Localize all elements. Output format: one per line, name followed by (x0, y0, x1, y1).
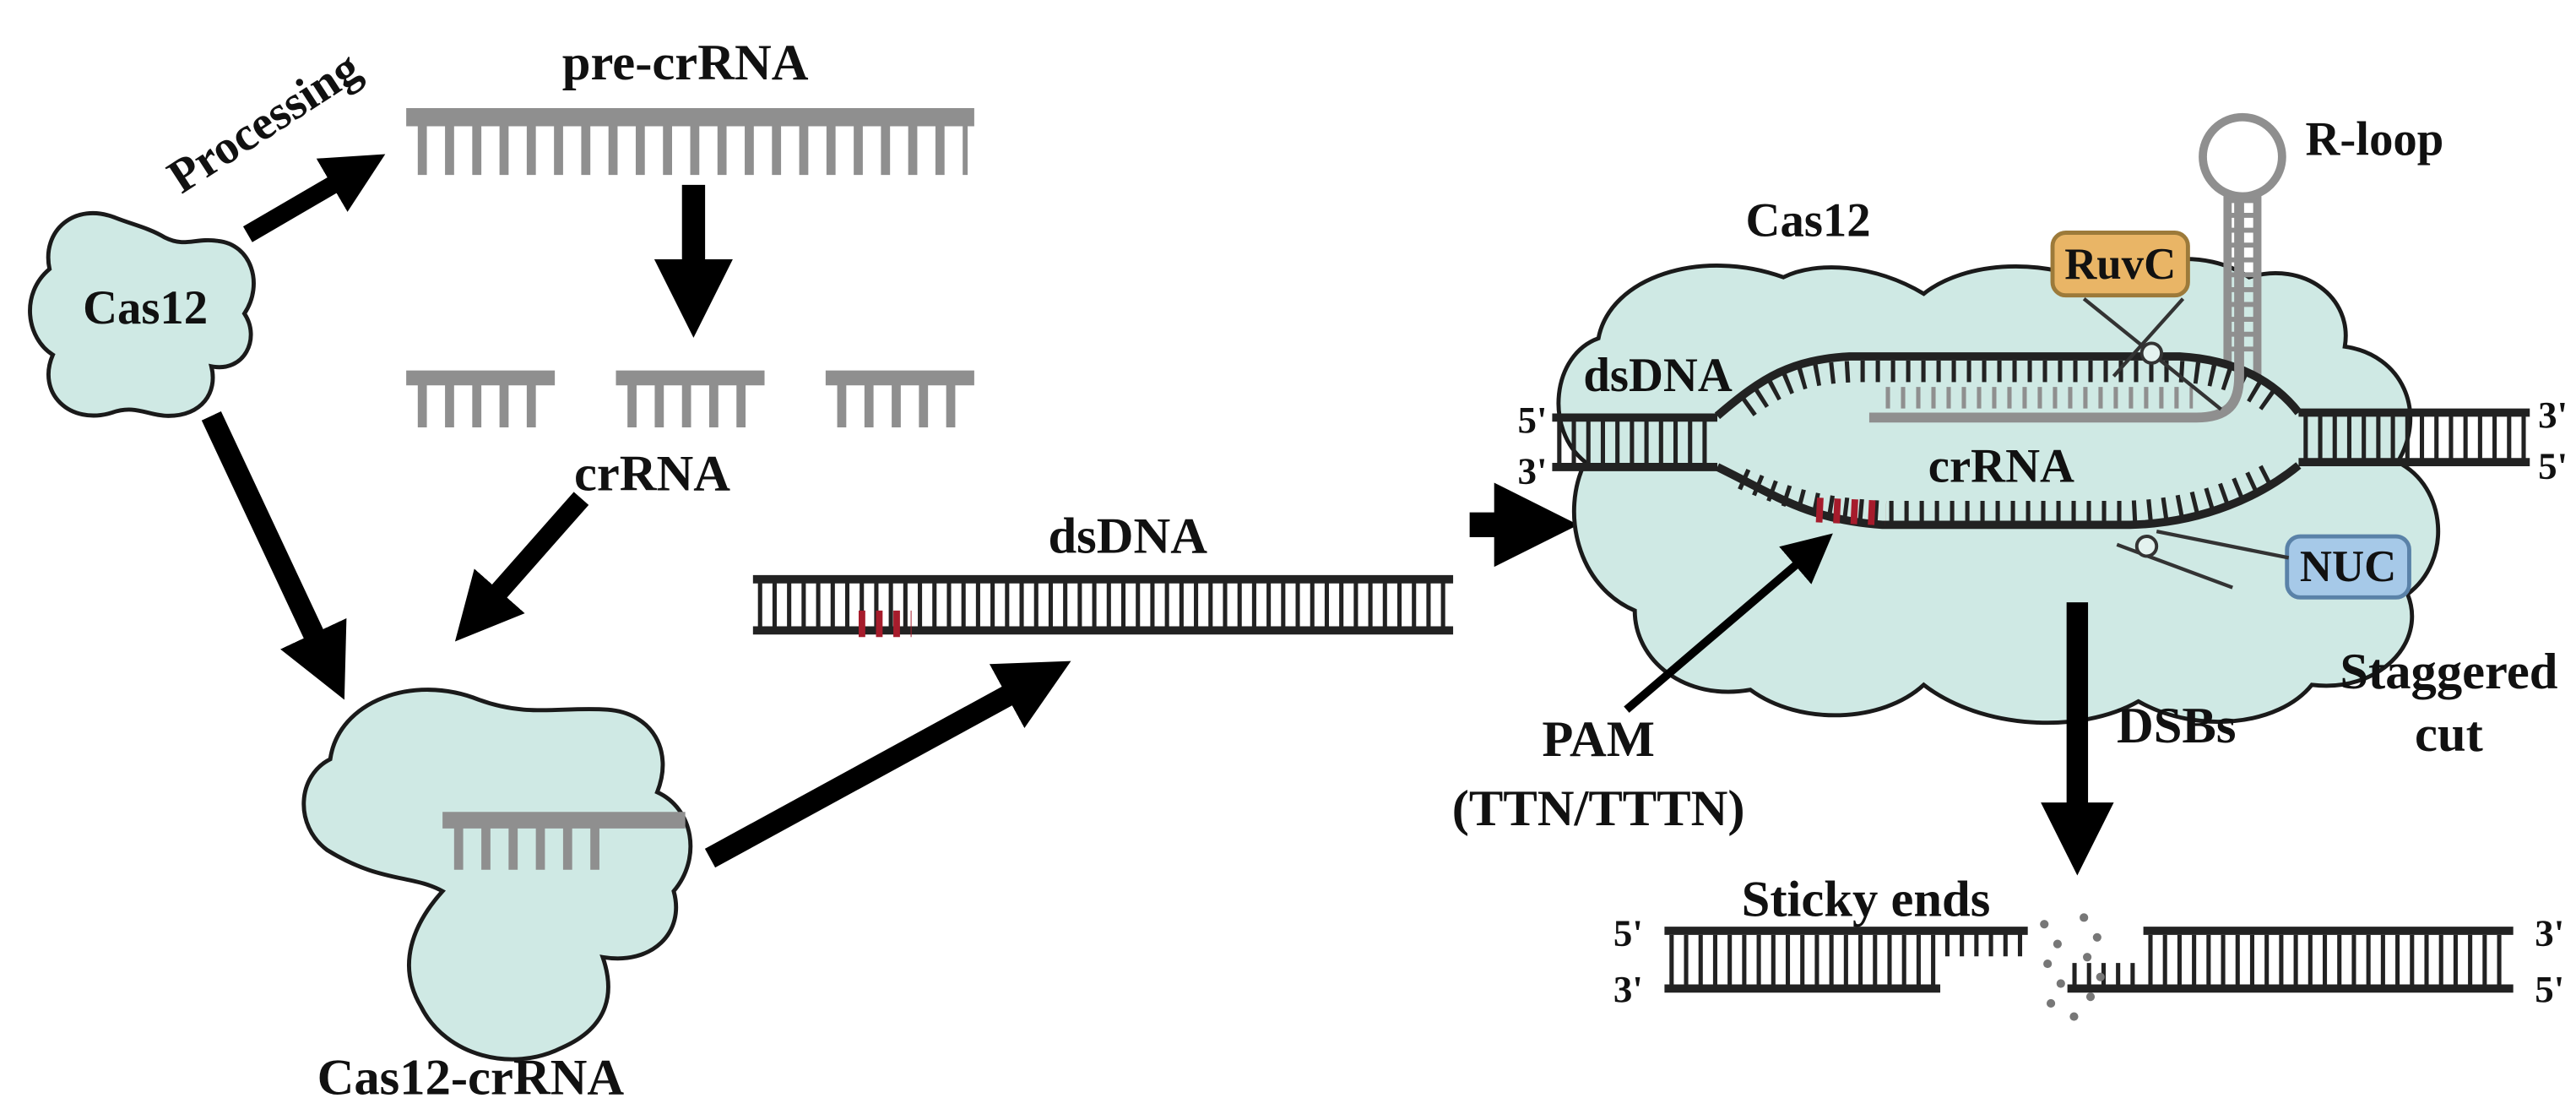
crrna-strand (1868, 201, 2244, 423)
displaced-top-strand (1714, 352, 2302, 420)
r-loop-label: R-loop (2305, 113, 2443, 166)
three-prime-product-right-top: 3' (2535, 912, 2564, 954)
cleaved-fragment-left (1664, 927, 2028, 993)
pre-crrna-label: pre-crRNA (562, 35, 809, 91)
five-prime-product-right-bottom: 5' (2535, 968, 2564, 1010)
ruvc-cut-site (2082, 296, 2222, 411)
bottom-target-strand (1715, 462, 2302, 530)
pam-label-line1: PAM (1542, 711, 1655, 768)
crrna-complex-label: crRNA (1928, 440, 2074, 493)
staggered-cut-line1: Staggered (2340, 644, 2557, 700)
five-prime-product-left-top: 5' (1613, 912, 1643, 954)
cleaved-fragment-right (2067, 927, 2514, 993)
cas12-protein-blob (28, 211, 256, 418)
arrow-crrna-to-complex (454, 492, 589, 642)
three-prime-left-bottom: 3' (1517, 450, 1547, 492)
dsdna-mid-label: dsDNA (1048, 508, 1207, 565)
crrna-fragments (406, 370, 974, 428)
staggered-cut-line2: cut (2415, 706, 2483, 763)
five-prime-right-bottom: 5' (2538, 445, 2568, 487)
cas12-right-label: Cas12 (1746, 193, 1871, 247)
complex-dsdna-right (2298, 408, 2530, 466)
dsdna-mid-ladder (752, 574, 1454, 635)
nuc-cut-site (2116, 530, 2290, 590)
arrow-cas12-to-precrrna (242, 154, 386, 242)
nuc-label: NUC (2300, 542, 2396, 591)
complex-pam-site (1815, 497, 1887, 526)
nuc-box (2285, 534, 2411, 600)
cas12-left-label: Cas12 (83, 281, 208, 334)
three-prime-product-left-bottom: 3' (1613, 968, 1643, 1010)
cleavage-debris (2040, 913, 2105, 1021)
arrow-pam-callout (1624, 533, 1833, 713)
complex-dsdna-left (1552, 413, 1717, 471)
ruvc-box (2050, 231, 2190, 298)
dsbs-label: DSBs (2117, 698, 2236, 754)
dsdna-right-label: dsDNA (1583, 349, 1733, 402)
cas12-crrna-blob (301, 688, 693, 1062)
ruvc-label: RuvC (2064, 240, 2176, 289)
five-prime-left-top: 5' (1517, 399, 1547, 441)
cas12-crrna-label: Cas12-crRNA (317, 1049, 625, 1106)
pam-label-line2: (TTN/TTTN) (1452, 780, 1745, 837)
arrow-cas12-to-complex (201, 410, 347, 700)
sticky-ends-label: Sticky ends (1742, 871, 1991, 927)
arrow-complex-to-dsdna (704, 661, 1071, 868)
crrna-label: crRNA (574, 445, 730, 502)
three-prime-right-top: 3' (2538, 394, 2568, 436)
